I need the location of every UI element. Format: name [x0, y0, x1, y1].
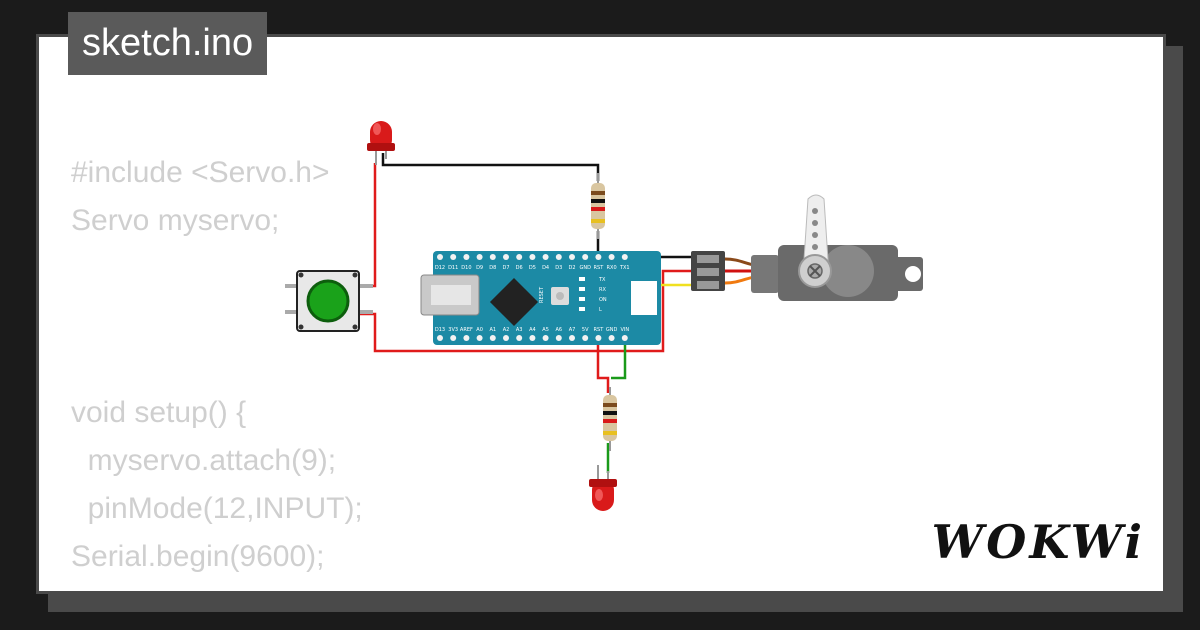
pin-label: GND [606, 327, 618, 333]
code-line: void setup() { [71, 396, 247, 429]
file-name-tab[interactable]: sketch.ino [68, 12, 268, 75]
pin-label: 3V3 [448, 327, 458, 333]
code-line: } [71, 587, 81, 591]
pin-label: D5 [529, 265, 536, 271]
pin-hole[interactable] [503, 254, 509, 260]
pin-label: A4 [529, 327, 536, 333]
pin-hole[interactable] [437, 335, 443, 341]
reset-label: RESET [539, 286, 545, 303]
pin-label: D3 [555, 265, 562, 271]
led-label: L [599, 307, 602, 313]
pin-hole[interactable] [608, 335, 615, 341]
led-label: TX [598, 277, 606, 283]
pin-label: RST [594, 327, 605, 333]
pin-label: A2 [503, 327, 510, 333]
pin-hole[interactable] [503, 335, 509, 341]
pin-label: VIN [620, 327, 629, 333]
pin-label: D6 [516, 265, 523, 271]
pin-label: GND [579, 265, 591, 271]
resistor-bottom[interactable] [603, 387, 617, 451]
pin-label: TX1 [619, 265, 630, 271]
pin-hole[interactable] [476, 254, 483, 260]
pin-hole[interactable] [529, 254, 536, 260]
pin-hole[interactable] [437, 254, 443, 260]
pin-label: D13 [435, 327, 445, 333]
pin-label: D9 [476, 265, 483, 271]
pin-label: AREF [460, 327, 473, 333]
pin-hole[interactable] [516, 254, 523, 260]
pin-label: 5V [582, 327, 589, 333]
pin-hole[interactable] [450, 335, 457, 341]
code-line: myservo.attach(9); [71, 444, 337, 477]
pin-label: A6 [555, 327, 562, 333]
pin-hole[interactable] [529, 335, 536, 341]
code-line: pinMode(12,INPUT); [71, 492, 363, 525]
servo-connector[interactable] [691, 251, 725, 291]
pin-label: A3 [516, 327, 523, 333]
wire-black-top[interactable] [381, 153, 600, 181]
servo-motor[interactable] [751, 194, 923, 301]
pin-hole[interactable] [489, 335, 496, 341]
push-button[interactable] [285, 270, 373, 332]
wire-red-button-top[interactable] [359, 163, 377, 288]
pin-hole[interactable] [542, 254, 549, 260]
resistor-top[interactable] [591, 173, 605, 239]
led-label: ON [599, 297, 607, 303]
code-line: #include <Servo.h> [71, 156, 330, 189]
pin-hole[interactable] [582, 254, 589, 260]
pin-label: A7 [569, 327, 576, 333]
pin-label: RX0 [607, 265, 617, 271]
pin-hole[interactable] [516, 335, 523, 341]
pin-label: A5 [542, 327, 549, 333]
pin-label: D7 [502, 265, 509, 271]
pin-label: RST [594, 265, 605, 271]
pin-hole[interactable] [621, 254, 628, 260]
pin-hole[interactable] [621, 335, 628, 341]
led-top[interactable] [367, 121, 395, 165]
led-label: RX [599, 287, 606, 293]
pin-hole[interactable] [542, 335, 549, 341]
pin-label: D8 [489, 265, 496, 271]
code-line: Servo myservo; [71, 204, 280, 237]
pin-label: D11 [448, 265, 458, 271]
pin-hole[interactable] [582, 335, 589, 341]
pin-hole[interactable] [595, 335, 602, 341]
wire-green-gnd[interactable] [611, 338, 627, 380]
pin-label: D4 [542, 265, 549, 271]
pin-hole[interactable] [555, 335, 562, 341]
pin-label: D12 [435, 265, 445, 271]
pin-hole[interactable] [450, 254, 457, 260]
pin-hole[interactable] [463, 335, 470, 341]
pin-hole[interactable] [476, 335, 483, 341]
pin-hole[interactable] [608, 254, 615, 260]
pin-hole[interactable] [489, 254, 496, 260]
pin-label: A0 [476, 327, 483, 333]
pin-hole[interactable] [555, 254, 562, 260]
pin-label: D2 [568, 265, 575, 271]
pin-hole[interactable] [569, 254, 575, 260]
wokwi-logo: WOKWi [931, 515, 1145, 569]
pin-hole[interactable] [569, 335, 575, 341]
pin-hole[interactable] [595, 254, 602, 260]
led-bottom[interactable] [589, 465, 617, 511]
code-line: Serial.begin(9600); [71, 540, 325, 573]
pin-label: D10 [461, 265, 471, 271]
pin-hole[interactable] [463, 254, 470, 260]
project-card: #include <Servo.h> Servo myservo; void s… [36, 34, 1166, 594]
wire-red-led[interactable] [596, 338, 610, 393]
pin-label: A1 [489, 327, 496, 333]
